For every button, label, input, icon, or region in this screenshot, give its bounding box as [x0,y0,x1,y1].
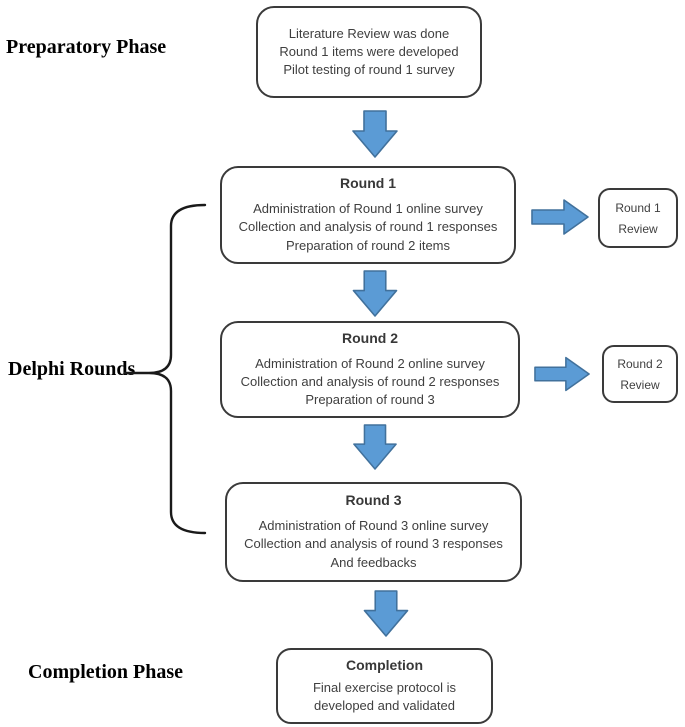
preparatory-line-2: Round 1 items were developed [279,43,459,59]
delphi-rounds-label: Delphi Rounds [8,358,136,380]
preparatory-box: Literature Review was done Round 1 items… [256,6,482,98]
round1-title: Round 1 [340,175,396,192]
down-arrow-2 [352,270,398,317]
down-arrow-3 [352,424,398,470]
round1-line-2: Collection and analysis of round 1 respo… [238,219,498,235]
delphi-rounds-brace [123,194,209,540]
round1-review-line-1: Round 1 [615,200,661,215]
round2-review-box: Round 2 Review [602,345,678,403]
completion-title: Completion [346,656,423,673]
round1-line-3: Preparation of round 2 items [285,237,451,253]
round3-box: Round 3 Administration of Round 3 online… [225,482,522,582]
round2-line-1: Administration of Round 2 online survey [255,355,485,371]
round1-review-line-2: Review [618,221,658,236]
round1-review-box: Round 1 Review [598,188,678,248]
down-arrow-1 [352,110,398,158]
preparatory-line-1: Literature Review was done [288,25,450,41]
round2-title: Round 2 [342,329,398,346]
completion-phase-label: Completion Phase [28,661,183,683]
round3-title: Round 3 [345,492,402,509]
completion-line-2: developed and validated [314,698,455,713]
completion-box: Completion Final exercise protocol is de… [276,648,493,724]
round2-review-line-2: Review [620,377,660,392]
completion-line-1: Final exercise protocol is [312,679,457,695]
round3-line-2: Collection and analysis of round 3 respo… [244,536,503,552]
preparatory-line-3: Pilot testing of round 1 survey [283,62,455,78]
round2-box: Round 2 Administration of Round 2 online… [220,321,520,418]
round1-box: Round 1 Administration of Round 1 online… [220,166,516,264]
right-arrow-1 [531,198,590,236]
preparatory-phase-label: Preparatory Phase [6,36,167,58]
round3-line-3: And feedbacks [330,554,417,570]
round2-review-line-1: Round 2 [617,356,663,371]
down-arrow-4 [363,590,409,637]
right-arrow-2 [534,355,591,393]
round3-line-1: Administration of Round 3 online survey [258,518,489,534]
round2-line-2: Collection and analysis of round 2 respo… [240,373,500,389]
round2-line-3: Preparation of round 3 [305,392,435,408]
round1-line-1: Administration of Round 1 online survey [253,201,483,217]
